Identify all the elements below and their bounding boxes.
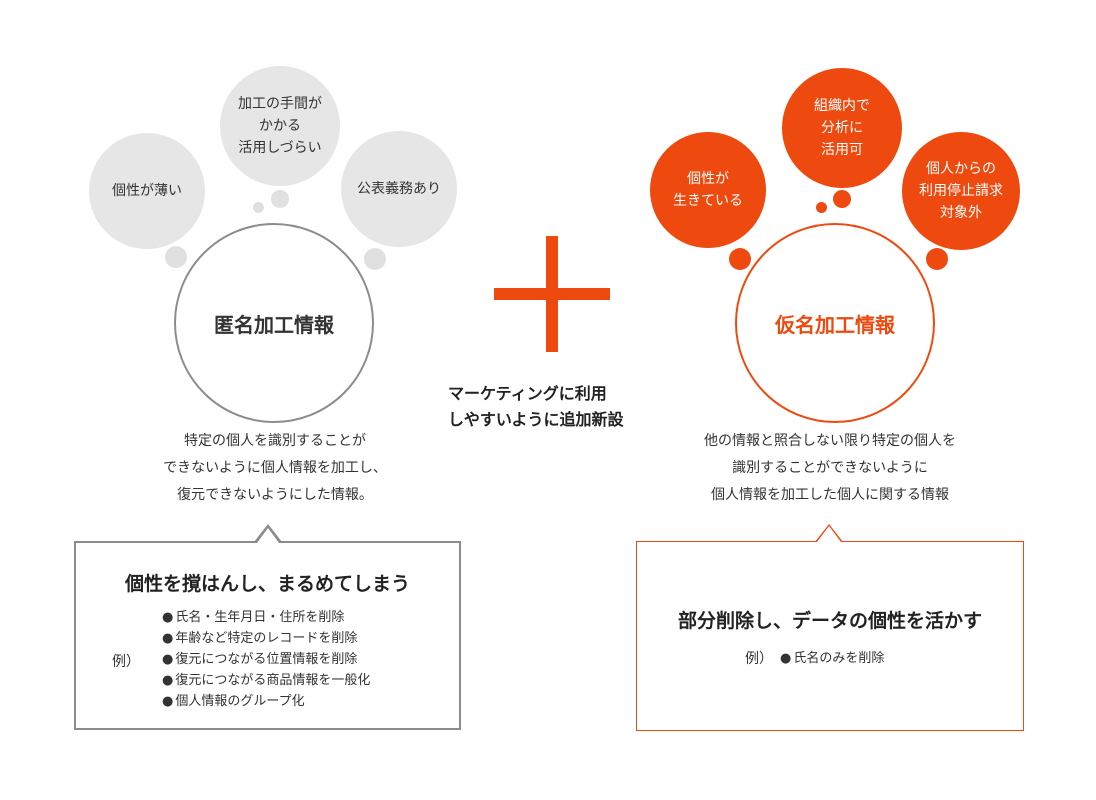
pseudonymized-info-circle: 仮名加工情報: [735, 223, 935, 423]
pseudonymized-info-title: 仮名加工情報: [775, 312, 895, 337]
right-bubble-stop-request-exempt: 個人からの 利用停止請求 対象外: [902, 132, 1020, 250]
left-box-tail-fill: [257, 528, 279, 543]
anonymized-box-title: 個性を撹はんし、まるめてしまう: [124, 573, 410, 595]
anonymized-example-list: 氏名・生年月日・住所を削除 年齢など特定のレコードを削除 復元につながる位置情報…: [162, 607, 370, 712]
pseudonymized-box-title: 部分削除し、データの個性を活かす: [677, 610, 982, 632]
right-bubble-individuality-alive: 個性が 生きている: [650, 132, 766, 248]
right-box-tail-fill: [817, 526, 841, 542]
list-item: 氏名のみを削除: [780, 648, 884, 669]
left-thought-dot: [364, 248, 386, 270]
list-item: 復元につながる位置情報を削除: [162, 649, 370, 670]
right-bubble-internal-analysis: 組織内で 分析に 活用可: [782, 68, 902, 188]
list-item: 年齢など特定のレコードを削除: [162, 628, 370, 649]
left-thought-dot: [271, 190, 289, 208]
left-thought-dot: [165, 246, 187, 268]
list-item: 復元につながる商品情報を一般化: [162, 670, 370, 691]
pseudonymized-example-list: 氏名のみを削除: [780, 648, 884, 669]
left-bubble-publication-duty: 公表義務あり: [341, 131, 457, 247]
right-thought-dot: [816, 202, 827, 213]
left-thought-dot: [253, 202, 264, 213]
plus-icon: [494, 236, 610, 352]
anonymized-info-circle: 匿名加工情報: [174, 223, 374, 423]
pseudonymized-example-label: 例）: [745, 651, 773, 667]
anonymized-example-label: 例）: [112, 654, 140, 670]
right-thought-dot: [926, 248, 948, 270]
list-item: 個人情報のグループ化: [162, 691, 370, 712]
anonymized-info-box: 個性を撹はんし、まるめてしまう 例） 氏名・生年月日・住所を削除 年齢など特定の…: [74, 541, 461, 730]
pseudonymized-info-description: 他の情報と照合しない限り特定の個人を 識別することができないように 個人情報を加…: [704, 433, 956, 503]
list-item: 氏名・生年月日・住所を削除: [162, 607, 370, 628]
anonymized-info-description: 特定の個人を識別することが できないように個人情報を加工し、 復元できないように…: [163, 433, 387, 503]
center-caption: マーケティングに利用 しやすいように追加新設: [448, 384, 624, 429]
left-bubble-processing-effort: 加工の手間が かかる 活用しづらい: [220, 66, 340, 186]
right-thought-dot: [833, 190, 851, 208]
right-thought-dot: [729, 248, 751, 270]
anonymized-info-title: 匿名加工情報: [214, 312, 334, 337]
pseudonymized-info-box: 部分削除し、データの個性を活かす 例） 氏名のみを削除: [636, 541, 1024, 731]
left-bubble-individuality-weak: 個性が薄い: [89, 133, 205, 249]
